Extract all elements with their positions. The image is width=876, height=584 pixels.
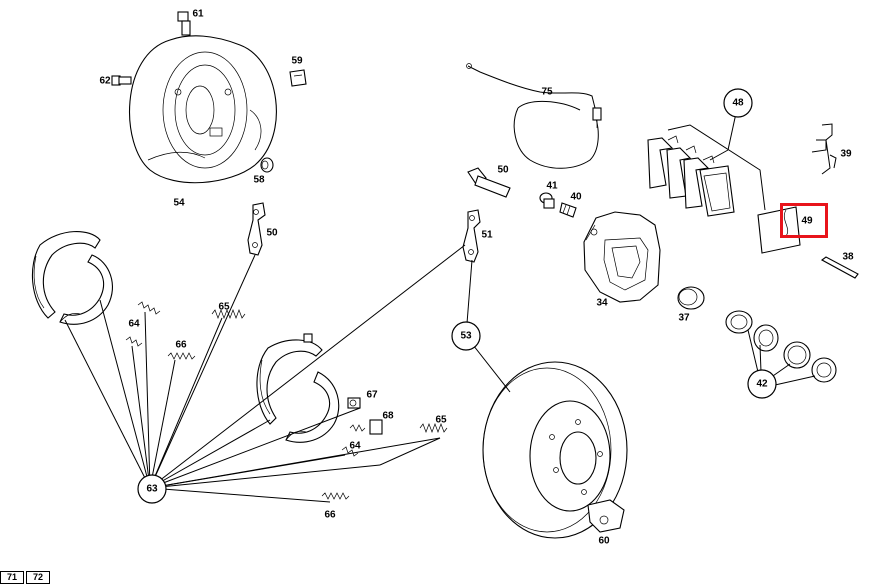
spring-clip-39 (811, 123, 837, 175)
callout-41: 41 (546, 181, 558, 192)
spring-66-upper (167, 352, 196, 360)
wear-sensor-cable (466, 63, 602, 169)
bolt-61 (177, 11, 191, 36)
clip-59 (289, 69, 307, 87)
callout-67: 67 (366, 390, 378, 401)
callout-66-upper: 66 (175, 340, 187, 351)
brake-pads (647, 124, 766, 217)
pin-38 (820, 256, 859, 279)
callout-60: 60 (598, 536, 610, 547)
callout-66-lower: 66 (324, 510, 336, 521)
callout-51: 51 (481, 230, 493, 241)
spring-64-upper (137, 301, 161, 315)
callout-68: 68 (382, 411, 394, 422)
highlight-box-49 (780, 203, 828, 238)
page-tab-72[interactable]: 72 (26, 571, 50, 584)
svg-text:48: 48 (732, 98, 744, 109)
bubble-42: 42 (747, 369, 777, 399)
callout-58: 58 (253, 175, 265, 186)
bolt-62 (111, 75, 132, 86)
callout-62: 62 (99, 76, 111, 87)
callout-39: 39 (840, 149, 852, 160)
callout-50-left: 50 (266, 228, 278, 239)
callout-54: 54 (173, 198, 185, 209)
dust-shield (128, 35, 277, 184)
callout-65-lower: 65 (435, 415, 447, 426)
bubble-53: 53 (451, 321, 481, 351)
callout-59: 59 (291, 56, 303, 67)
page-tab-71[interactable]: 71 (0, 571, 24, 584)
brake-disc (482, 361, 628, 539)
brake-shoe-upper (31, 231, 113, 325)
bleeder-screw-40 (559, 202, 577, 218)
callout-75: 75 (541, 87, 553, 98)
callout-37: 37 (678, 313, 690, 324)
svg-text:53: 53 (460, 331, 472, 342)
callout-50-right: 50 (497, 165, 509, 176)
spring-64-left (125, 336, 143, 347)
callout-64-upper: 64 (128, 319, 140, 330)
lever-50-left (247, 202, 266, 256)
seal-kit (725, 310, 837, 386)
spring-misc (349, 424, 366, 432)
callout-61: 61 (192, 9, 204, 20)
sleeve-68 (369, 419, 383, 435)
adjuster-67 (347, 397, 361, 409)
guide-bolt-50 (467, 167, 511, 198)
callout-38: 38 (842, 252, 854, 263)
bubble-48: 48 (723, 88, 753, 118)
spring-66-lower (321, 492, 350, 500)
callout-40: 40 (570, 192, 582, 203)
pin-small-shoe (303, 333, 313, 343)
callout-64-lower: 64 (349, 441, 361, 452)
bracket-60 (587, 499, 625, 533)
callout-65-upper: 65 (218, 302, 230, 313)
caliper (583, 211, 661, 303)
bleeder-cap-41 (539, 192, 555, 209)
svg-text:63: 63 (146, 484, 158, 495)
spring-64-lower (341, 446, 359, 457)
anti-squeal-plate (757, 206, 801, 254)
piston-37 (677, 286, 705, 310)
callout-49: 49 (801, 216, 813, 227)
callout-34: 34 (596, 298, 608, 309)
spring-65-lower (419, 423, 448, 433)
svg-text:42: 42 (756, 379, 768, 390)
plug-58 (260, 157, 274, 173)
lever-51 (462, 209, 481, 263)
leader-lines-63 (64, 244, 466, 503)
brake-shoe-lower (256, 339, 340, 443)
bubble-63: 63 (137, 474, 167, 504)
callout-labels: 61 62 59 58 54 50 75 50 41 40 39 51 38 3… (99, 9, 854, 547)
